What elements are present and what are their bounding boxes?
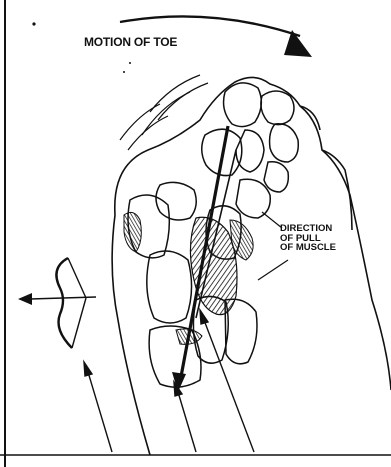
- direction-label-line-3: OF MUSCLE: [280, 243, 336, 253]
- toe-bones: [202, 83, 299, 218]
- bone-hatch-left: [124, 212, 141, 252]
- foot-outline: [112, 77, 391, 455]
- foot-bones: [128, 182, 257, 387]
- direction-of-pull-label: DIRECTION OF PULL OF MUSCLE: [280, 224, 336, 253]
- bow-icon: [56, 258, 86, 348]
- motion-of-toe-label: MOTION OF TOE: [84, 36, 177, 48]
- motion-arrow: [120, 16, 300, 36]
- motion-arrowhead: [284, 30, 312, 57]
- motion-streaks: [120, 75, 208, 150]
